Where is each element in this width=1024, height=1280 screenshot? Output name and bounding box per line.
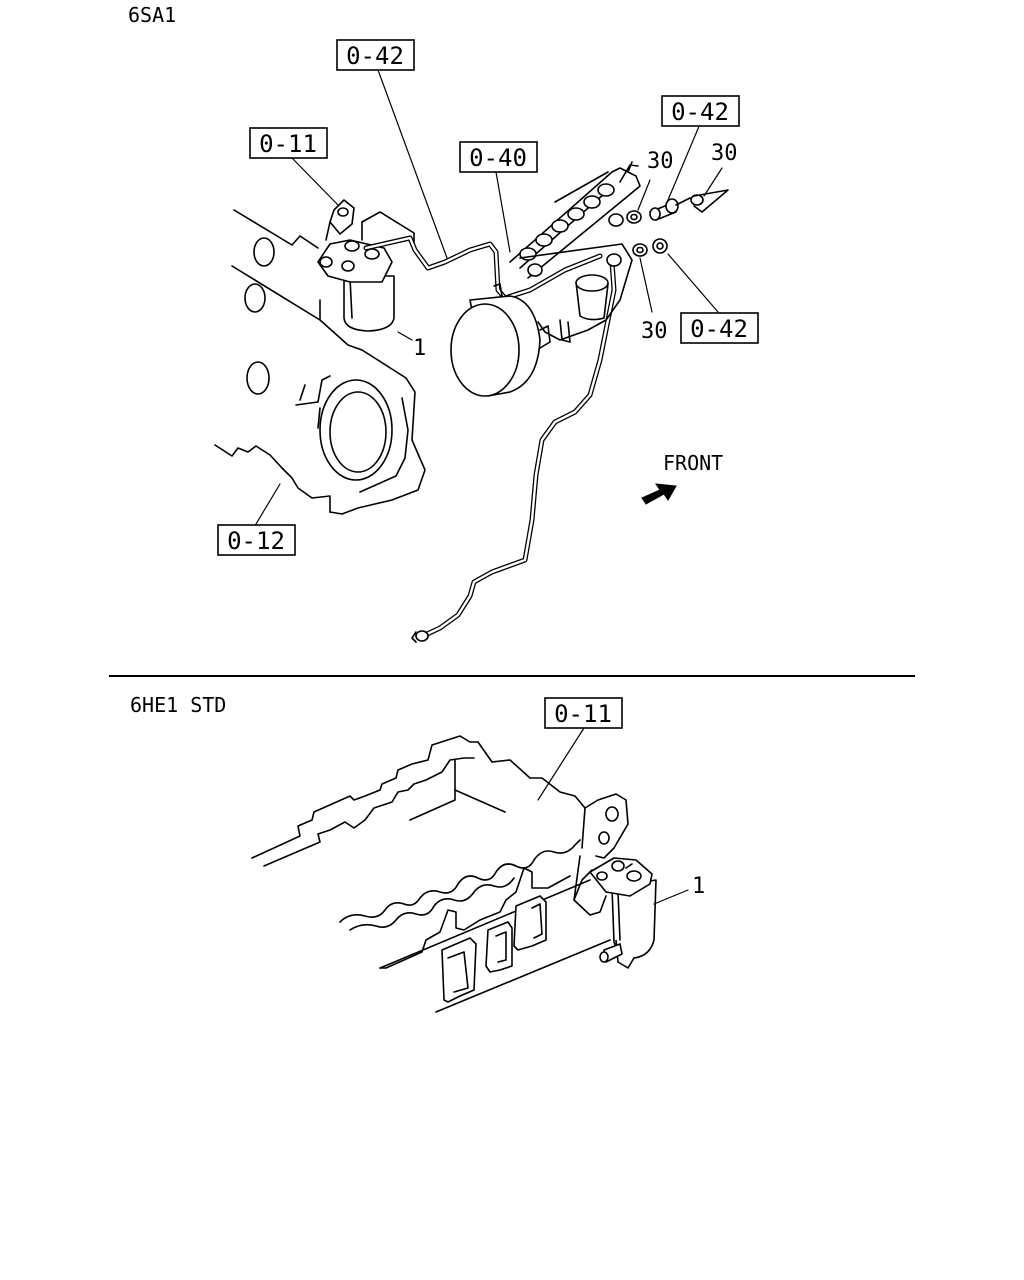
top-fuel-filter [317, 199, 395, 332]
part-label-1-top: 1 [413, 336, 426, 361]
bottom-filter-bracket [573, 793, 629, 916]
bottom-section-title: 6HE1 STD [130, 693, 226, 717]
ref-label: 0-11 [259, 130, 317, 158]
ref-box-0-12[interactable]: 0-12 [217, 524, 296, 556]
ref-box-0-42-top[interactable]: 0-42 [336, 39, 415, 71]
front-arrow-icon [641, 483, 677, 505]
ref-label: 0-42 [690, 315, 748, 343]
top-section-title: 6SA1 [128, 3, 176, 27]
front-indicator: FRONT [641, 451, 723, 505]
top-leader-lines [255, 69, 723, 525]
part-label-30-a: 30 [647, 149, 674, 174]
bottom-leader-lines [537, 727, 689, 905]
ref-label: 0-42 [671, 98, 729, 126]
ref-box-0-42-right-lower[interactable]: 0-42 [680, 312, 759, 344]
ref-label: 0-40 [469, 144, 527, 172]
top-hardware [606, 189, 729, 267]
ref-box-0-11-bottom[interactable]: 0-11 [544, 697, 623, 729]
top-pipe-end-fitting [411, 630, 429, 643]
ref-box-0-42-right-upper[interactable]: 0-42 [661, 95, 740, 127]
bottom-cylinder-head [251, 735, 611, 1013]
ref-label: 0-11 [554, 700, 612, 728]
part-label-30-c: 30 [641, 319, 668, 344]
front-label: FRONT [663, 451, 723, 475]
ref-box-0-40[interactable]: 0-40 [459, 141, 538, 173]
ref-box-0-11-top[interactable]: 0-11 [249, 127, 328, 159]
top-injection-pump [493, 161, 641, 343]
bottom-fuel-filter [589, 857, 657, 969]
part-label-1-bottom: 1 [692, 874, 705, 899]
ref-label: 0-12 [227, 527, 285, 555]
part-label-30-b: 30 [711, 141, 738, 166]
ref-label: 0-42 [346, 42, 404, 70]
top-drum [450, 295, 551, 397]
top-engine-block [214, 209, 426, 515]
